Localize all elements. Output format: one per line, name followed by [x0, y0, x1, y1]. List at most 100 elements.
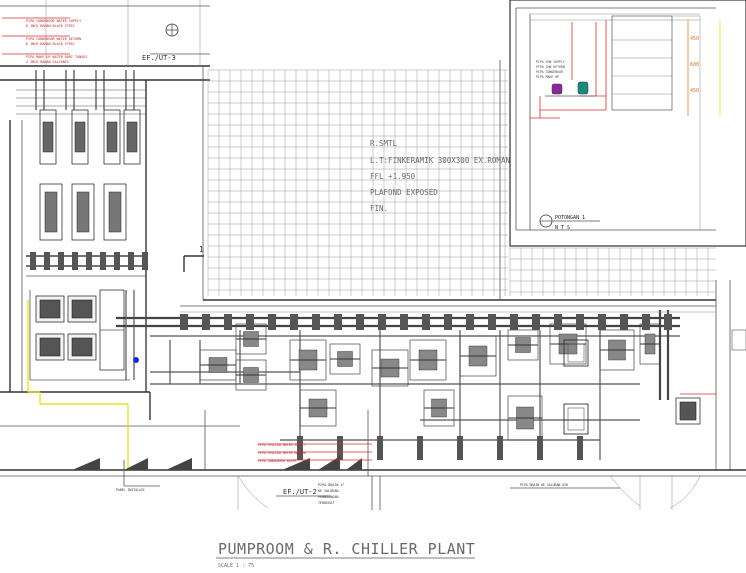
valve [142, 252, 148, 270]
top-left-notes: PIPA CONDENSOR WATER SUPPLY 8 INCH BAHAN… [2, 17, 210, 64]
pipe-valve [356, 314, 364, 330]
pipe-valve [290, 314, 298, 330]
svg-text:PIPA DRAIN KE SALURAN AIR: PIPA DRAIN KE SALURAN AIR [520, 483, 568, 487]
ef-bottom-label: EF./UT-2 [283, 488, 317, 496]
drop-valve [337, 436, 343, 460]
drawing-title: PUMPROOM & R. CHILLER PLANT [218, 540, 475, 558]
drop-valve [297, 436, 303, 460]
svg-text:2 INCH BAHAN GALVANIS: 2 INCH BAHAN GALVANIS [26, 60, 69, 64]
pipe-valve [510, 314, 518, 330]
pipe-valve [554, 314, 562, 330]
equipment-frame [103, 183, 127, 241]
room-note-line-5: FIN. [370, 204, 388, 213]
drop-valve [537, 436, 543, 460]
pipe-valve [180, 314, 188, 330]
pipe-valve [246, 314, 254, 330]
pipe-valve [224, 314, 232, 330]
pipe-valve [334, 314, 342, 330]
equipment-frame [39, 183, 63, 241]
pipe-valve [378, 314, 386, 330]
pipe-valve [576, 314, 584, 330]
svg-text:PIPA CONDENSOR WATER SUPPLY: PIPA CONDENSOR WATER SUPPLY [26, 19, 81, 23]
section-label: POTONGAN 1 [555, 215, 585, 221]
pipe-valve [620, 314, 628, 330]
room-note-line-3: FFL +1.950 [370, 172, 416, 181]
ceiling-tile-grid [207, 69, 716, 296]
equipment-core [108, 191, 122, 233]
svg-text:450: 450 [690, 36, 699, 42]
pipe-valve [598, 314, 606, 330]
chiller-equipment-array [16, 70, 148, 277]
equipment-core [106, 121, 118, 153]
pipe-valve [268, 314, 276, 330]
floor-ramps: PANEL INSTALASI [72, 456, 362, 492]
ef-top-label: EF./UT-3 [142, 54, 176, 62]
pipe-valve [642, 314, 650, 330]
valve [114, 252, 120, 270]
chiller-units [27, 289, 139, 470]
drop-valve [377, 436, 383, 460]
valve [44, 252, 50, 270]
svg-text:8 INCH BAHAN BLACK STEEL: 8 INCH BAHAN BLACK STEEL [26, 42, 75, 46]
equipment-frame [71, 183, 95, 241]
pipe-valve [532, 314, 540, 330]
pipe-valve [466, 314, 474, 330]
drop-valve [417, 436, 423, 460]
svg-text:TERDEKAT: TERDEKAT [318, 501, 334, 505]
section-cut-marker: 1 [183, 245, 204, 272]
svg-text:PIPA MAKE UP: PIPA MAKE UP [536, 75, 559, 79]
bottom-notes: EF./UT-2 PIPA DRAIN 4" KE SALURAN PEMBUA… [237, 443, 701, 510]
svg-text:450: 450 [690, 88, 699, 94]
section-detail: 450 600 450 PIPA CHW SUPPLY PIPA CHW RET… [509, 0, 746, 247]
svg-text:PIPA CHW SUPPLY: PIPA CHW SUPPLY [536, 60, 565, 64]
valve [100, 252, 106, 270]
valve [128, 252, 134, 270]
drop-valve [457, 436, 463, 460]
svg-text:KE SALURAN: KE SALURAN [318, 489, 338, 493]
pipe-valve [488, 314, 496, 330]
equipment-frame [71, 109, 89, 165]
equipment-frame [39, 109, 57, 165]
title-block: PUMPROOM & R. CHILLER PLANT SCALE 1 : 75 [216, 540, 475, 569]
svg-text:PIPA CONDENSOR WATER RETURN: PIPA CONDENSOR WATER RETURN [26, 37, 81, 41]
equipment-core [42, 121, 54, 153]
section-scale: N T S [555, 225, 570, 231]
room-note-line-1: R.SMTL [370, 139, 398, 148]
svg-text:PANEL INSTALASI: PANEL INSTALASI [116, 488, 145, 492]
valve [30, 252, 36, 270]
svg-text:PEMBUANGAN: PEMBUANGAN [318, 495, 338, 499]
valve [58, 252, 64, 270]
equipment-core [126, 121, 138, 153]
drop-valve [497, 436, 503, 460]
equipment-core [76, 191, 90, 233]
pipe-valve [312, 314, 320, 330]
svg-text:PIPA CONDENSER WATER: PIPA CONDENSER WATER [258, 459, 296, 463]
equipment-core [44, 191, 58, 233]
right-panel-equipment [563, 329, 746, 435]
pump-valve-clusters [180, 314, 672, 460]
room-note: R.SMTL L.T:FINKERAMIK 300X300 EX.ROMAN F… [370, 139, 510, 213]
svg-text:PIPA MAKE UP WATER DARI TANGKI: PIPA MAKE UP WATER DARI TANGKI [26, 55, 87, 59]
room-note-line-4: PLAFOND EXPOSED [370, 188, 438, 197]
pipe-valve [664, 314, 672, 330]
svg-text:PIPA CHW RETURN: PIPA CHW RETURN [536, 65, 565, 69]
drawing-scale: SCALE 1 : 75 [218, 563, 254, 569]
drop-valve [577, 436, 583, 460]
valve [72, 252, 78, 270]
svg-text:PIPA CHILLED WATER SUPPLY: PIPA CHILLED WATER SUPPLY [258, 443, 306, 447]
svg-text:PIPA CONDENSOR: PIPA CONDENSOR [536, 70, 563, 74]
svg-text:PIPA CHILLED WATER RETURN: PIPA CHILLED WATER RETURN [258, 451, 306, 455]
pipe-valve [422, 314, 430, 330]
svg-text:PIPA DRAIN 4": PIPA DRAIN 4" [318, 483, 345, 487]
pipe-valve [202, 314, 210, 330]
section-marker-number: 1 [199, 245, 204, 254]
equipment-frame [123, 109, 141, 165]
room-note-line-2: L.T:FINKERAMIK 300X300 EX.ROMAN [370, 156, 510, 165]
svg-text:600: 600 [690, 62, 699, 68]
pipe-valve [400, 314, 408, 330]
svg-text:8 INCH BAHAN BLACK STEEL: 8 INCH BAHAN BLACK STEEL [26, 24, 75, 28]
valve [86, 252, 92, 270]
equipment-frame [103, 109, 121, 165]
pipe-valve [444, 314, 452, 330]
